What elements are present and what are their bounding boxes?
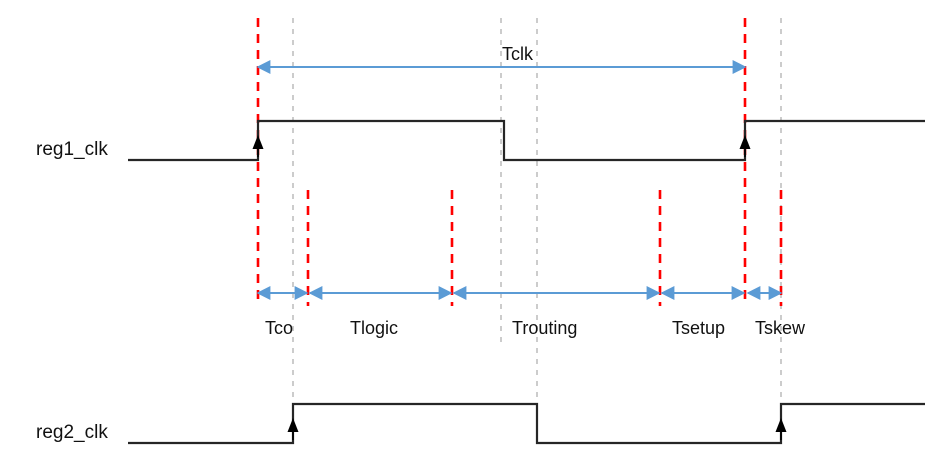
rising-edge-marker-2-head — [739, 135, 751, 149]
reg1-clk-waveform — [128, 119, 925, 162]
gridline-group — [292, 18, 782, 410]
signal-label-reg2-clk: reg2_clk — [36, 422, 108, 443]
waveform-group — [128, 119, 925, 445]
rising-edge-marker-1-head — [252, 135, 264, 149]
timing-label-tclk: Tclk — [502, 44, 533, 64]
timing-label-tskew: Tskew — [755, 318, 806, 338]
rising-edge-marker-3-head — [287, 418, 299, 432]
timing-label-tsetup: Tsetup — [672, 318, 726, 338]
signal-label-reg1-clk: reg1_clk — [36, 139, 108, 160]
timing-label-trouting: Trouting — [512, 318, 578, 338]
rising-edge-marker-1 — [252, 135, 264, 157]
edge-arrow-group — [252, 135, 787, 440]
timing-label-tlogic: Tlogic — [350, 318, 399, 338]
rising-edge-marker-4-head — [775, 418, 787, 432]
rising-edge-marker-2 — [739, 135, 751, 157]
rising-edge-marker-3 — [287, 418, 299, 440]
rising-edge-marker-4 — [775, 418, 787, 440]
reg2-clk-waveform — [128, 402, 925, 445]
timing-label-tco: Tco — [265, 318, 294, 338]
measurement-arrow-group — [256, 60, 783, 300]
